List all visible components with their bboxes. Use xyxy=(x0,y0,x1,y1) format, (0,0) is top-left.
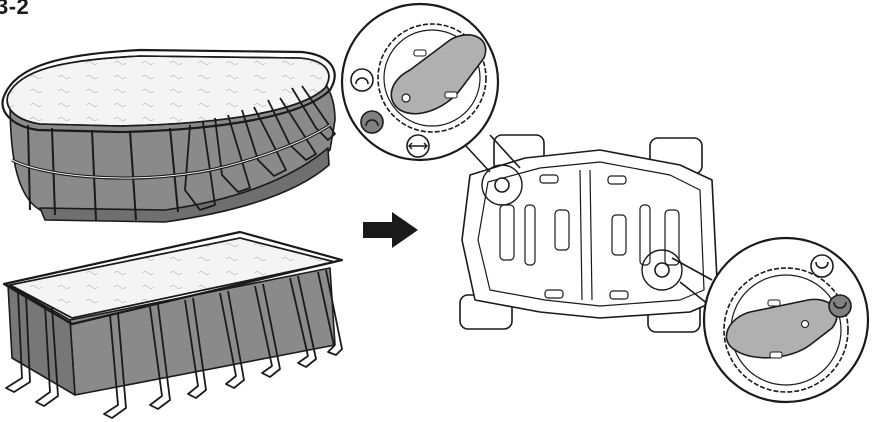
zoom-dial-bottom-right xyxy=(702,236,870,404)
rotate-arc-filled-icon xyxy=(360,110,384,134)
robot-cleaner xyxy=(459,134,719,333)
horizontal-double-arrow-icon xyxy=(406,134,430,158)
right-arrow-icon xyxy=(363,212,418,248)
callout-lines xyxy=(464,134,719,313)
rotate-arc-filled-icon xyxy=(828,294,852,318)
rotate-cw-arc-icon xyxy=(350,68,374,92)
oval-frame-pool xyxy=(1,48,336,223)
rotate-ccw-arc-icon xyxy=(810,254,834,278)
step-label: 3-2 xyxy=(0,0,30,19)
rectangular-frame-pool xyxy=(2,230,344,419)
